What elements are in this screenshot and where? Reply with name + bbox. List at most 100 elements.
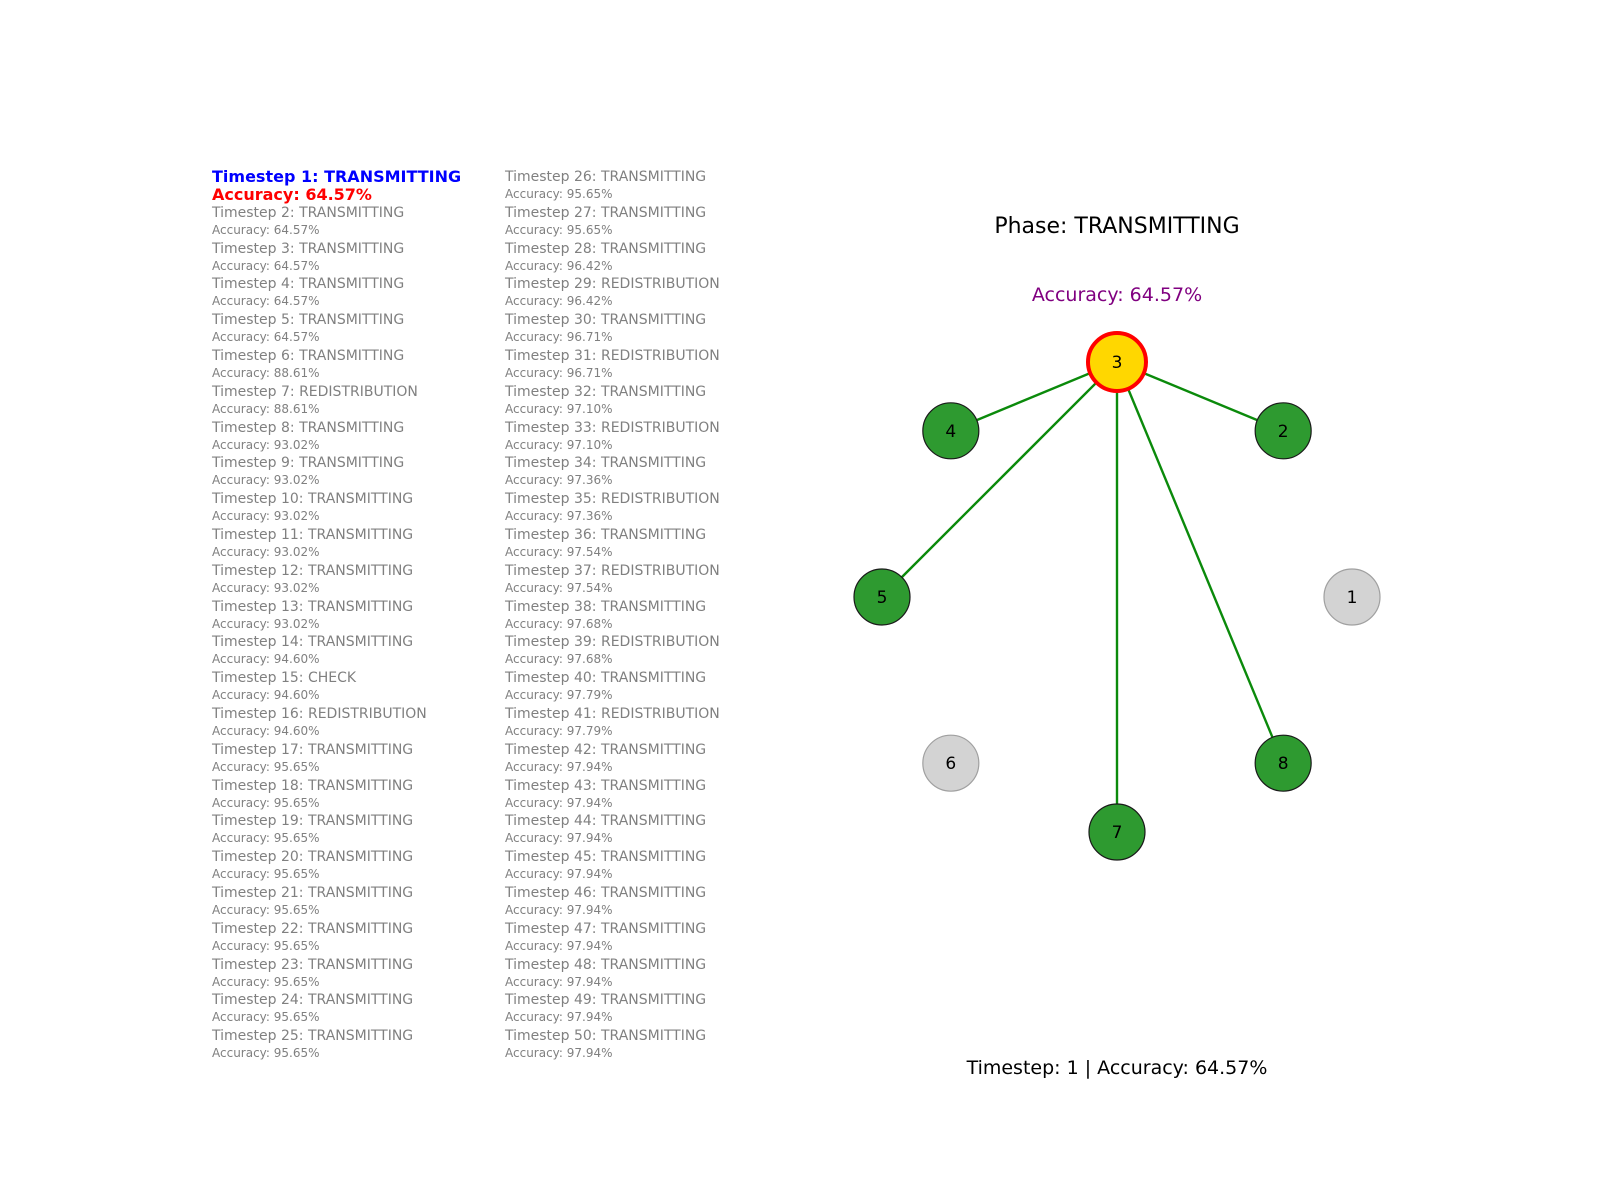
log-step-label: Timestep 33: REDISTRIBUTION [505, 419, 720, 436]
log-step-label: Timestep 17: TRANSMITTING [212, 741, 414, 758]
node-label: 8 [1278, 754, 1289, 774]
node-circle [922, 402, 980, 460]
log-accuracy-label: Accuracy: 97.68% [505, 652, 613, 667]
log-accuracy-label: Accuracy: 97.94% [505, 831, 613, 846]
log-step-label: Timestep 36: TRANSMITTING [505, 526, 707, 543]
log-step-label: Timestep 11: TRANSMITTING [212, 526, 414, 543]
log-accuracy-label: Accuracy: 95.65% [212, 831, 320, 846]
node-1: 1 [1323, 568, 1381, 626]
log-step-label: Timestep 23: TRANSMITTING [212, 956, 414, 973]
log-accuracy-label: Accuracy: 97.94% [505, 938, 613, 953]
node-3: 3 [1086, 331, 1148, 393]
log-step-label: Timestep 32: TRANSMITTING [505, 383, 707, 400]
node-label: 6 [945, 754, 956, 774]
log-step-label: Timestep 12: TRANSMITTING [212, 562, 414, 579]
log-step-label: Timestep 26: TRANSMITTING [505, 169, 707, 185]
footer-status: Timestep: 1 | Accuracy: 64.57% [966, 1057, 1268, 1079]
log-accuracy-label: Accuracy: 93.02% [212, 473, 320, 488]
node-label: 5 [877, 588, 888, 608]
node-7: 7 [1088, 803, 1146, 861]
log-accuracy-label: Accuracy: 95.65% [212, 759, 320, 774]
log-step-label: Timestep 46: TRANSMITTING [505, 884, 707, 901]
node-8: 8 [1254, 734, 1312, 792]
log-accuracy-label: Accuracy: 97.94% [505, 1046, 613, 1061]
log-accuracy-label: Accuracy: 95.65% [212, 795, 320, 810]
edge-5-to-3 [881, 362, 1117, 598]
log-step-label: Timestep 4: TRANSMITTING [212, 276, 405, 293]
log-step-label: Timestep 48: TRANSMITTING [505, 956, 707, 973]
log-step-label: Timestep 18: TRANSMITTING [212, 777, 414, 794]
log-step-label: Timestep 35: REDISTRIBUTION [505, 491, 720, 508]
log-accuracy-label: Accuracy: 97.54% [505, 544, 613, 559]
log-step-label: Timestep 45: TRANSMITTING [505, 849, 707, 866]
log-step-label: Timestep 31: REDISTRIBUTION [505, 347, 720, 364]
log-step-label: Timestep 47: TRANSMITTING [505, 920, 707, 937]
log-step-label: Timestep 44: TRANSMITTING [505, 813, 707, 830]
log-accuracy-label: Accuracy: 93.02% [212, 509, 320, 524]
log-step-label: Timestep 15: CHECK [212, 670, 357, 687]
log-step-label: Timestep 20: TRANSMITTING [212, 849, 414, 866]
log-step-label: Timestep 21: TRANSMITTING [212, 884, 414, 901]
log-accuracy-label: Accuracy: 95.65% [212, 1010, 320, 1025]
node-circle [922, 734, 980, 792]
log-accuracy-label: Accuracy: 95.65% [212, 1046, 320, 1061]
log-accuracy-label: Accuracy: 96.71% [505, 330, 613, 345]
node-circle [1088, 803, 1146, 861]
log-step-label: Timestep 16: REDISTRIBUTION [212, 705, 427, 722]
log-accuracy-label: Accuracy: 94.60% [212, 652, 320, 667]
log-accuracy-label: Accuracy: 88.61% [212, 365, 320, 380]
log-accuracy-label: Accuracy: 96.42% [505, 258, 613, 273]
log-accuracy-label: Accuracy: 97.68% [505, 616, 613, 631]
log-accuracy-label: Accuracy: 93.02% [212, 544, 320, 559]
log-step-label: Timestep 38: TRANSMITTING [505, 598, 707, 615]
edge-8-to-3 [1115, 362, 1285, 764]
log-accuracy-label: Accuracy: 97.94% [505, 974, 613, 989]
log-step-label: Timestep 25: TRANSMITTING [212, 1028, 414, 1045]
log-accuracy-label: Accuracy: 97.94% [505, 867, 613, 882]
log-accuracy-label: Accuracy: 64.57% [212, 294, 320, 309]
log-step-label: Timestep 42: TRANSMITTING [505, 741, 707, 758]
phase-title: Phase: TRANSMITTING [994, 214, 1239, 239]
edge-2-to-3 [1117, 360, 1284, 432]
node-5: 5 [853, 568, 911, 626]
log-step-label: Timestep 30: TRANSMITTING [505, 312, 707, 329]
log-accuracy-label: Accuracy: 97.94% [505, 1010, 613, 1025]
log-step-label: Timestep 29: REDISTRIBUTION [505, 276, 720, 293]
log-accuracy-label: Accuracy: 95.65% [212, 938, 320, 953]
log-accuracy-label: Accuracy: 94.60% [212, 723, 320, 738]
node-label: 1 [1347, 588, 1358, 608]
log-accuracy-label: Accuracy: 95.65% [505, 222, 613, 237]
log-step-label: Timestep 6: TRANSMITTING [212, 347, 405, 364]
log-accuracy-label: Accuracy: 95.65% [505, 187, 613, 201]
log-accuracy-label: Accuracy: 97.79% [505, 723, 613, 738]
